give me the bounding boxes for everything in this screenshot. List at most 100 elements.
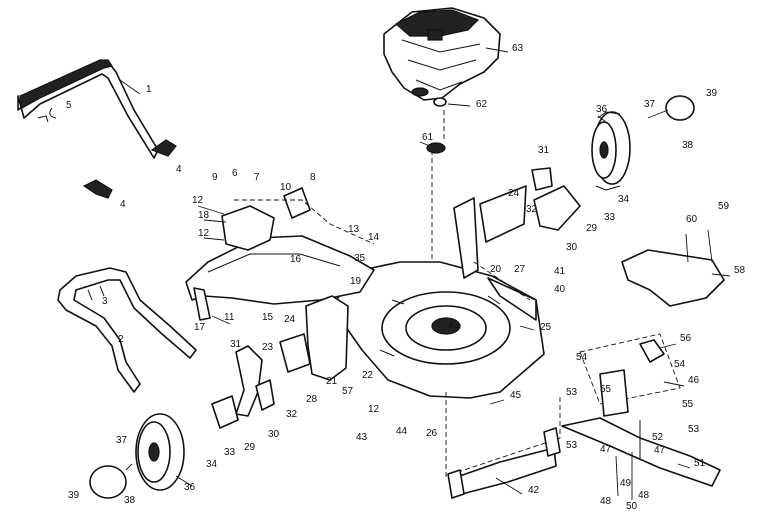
callout-33: 33 xyxy=(604,212,616,223)
callout-8: 8 xyxy=(310,172,316,183)
callout-59: 59 xyxy=(718,201,730,212)
callout-5: 5 xyxy=(66,100,72,111)
callout-22: 22 xyxy=(362,370,374,381)
blade-assembly xyxy=(561,333,721,500)
callout-21: 21 xyxy=(326,376,338,387)
mower-deck xyxy=(335,261,545,399)
callout-12: 12 xyxy=(198,228,210,239)
front-wheel-lower xyxy=(89,413,185,499)
callout-30: 30 xyxy=(566,242,578,253)
callout-41: 41 xyxy=(554,266,566,277)
upper-handle xyxy=(17,59,177,199)
callout-16: 16 xyxy=(290,254,302,265)
wheel-bracket-upper xyxy=(531,167,581,231)
callout-29: 29 xyxy=(586,223,598,234)
rear-guard xyxy=(621,229,725,307)
callout-1: 1 xyxy=(146,84,152,95)
callout-62: 62 xyxy=(476,99,488,110)
callout-53: 53 xyxy=(688,424,700,435)
callout-7: 7 xyxy=(254,172,260,183)
callout-52: 52 xyxy=(652,432,664,443)
callout-4: 4 xyxy=(176,164,182,175)
callout-14: 14 xyxy=(368,232,380,243)
callout-39: 39 xyxy=(706,88,718,99)
callout-48: 48 xyxy=(638,490,650,501)
callout-45: 45 xyxy=(510,390,522,401)
callout-49: 49 xyxy=(620,478,632,489)
callout-29: 29 xyxy=(244,442,256,453)
callout-31: 31 xyxy=(230,339,242,350)
rear-frame xyxy=(185,187,375,321)
callout-56: 56 xyxy=(680,333,692,344)
callout-39: 39 xyxy=(68,490,80,501)
callout-54: 54 xyxy=(576,352,588,363)
engine xyxy=(383,7,501,107)
callout-2: 2 xyxy=(118,334,124,345)
callout-12: 12 xyxy=(192,195,204,206)
callout-32: 32 xyxy=(286,409,298,420)
rear-wheel-upper xyxy=(591,95,695,191)
callout-28: 28 xyxy=(306,394,318,405)
callout-48: 48 xyxy=(600,496,612,507)
callout-38: 38 xyxy=(124,495,136,506)
callout-46: 46 xyxy=(688,375,700,386)
callout-34: 34 xyxy=(618,194,630,205)
callout-20: 20 xyxy=(490,264,502,275)
callout-47: 47 xyxy=(654,445,666,456)
callout-37: 37 xyxy=(644,99,656,110)
callout-44: 44 xyxy=(396,426,408,437)
wheel-bracket-lower xyxy=(211,333,311,429)
blade-adapter-top xyxy=(426,110,446,330)
callout-30: 30 xyxy=(268,429,280,440)
callout-24: 24 xyxy=(284,314,296,325)
callout-17: 17 xyxy=(194,322,206,333)
callout-50: 50 xyxy=(626,501,638,512)
callout-4: 4 xyxy=(120,199,126,210)
callout-42: 42 xyxy=(528,485,540,496)
callout-58: 58 xyxy=(734,265,746,276)
callout-18: 18 xyxy=(198,210,210,221)
callout-51: 51 xyxy=(694,458,706,469)
callout-6: 6 xyxy=(232,168,238,179)
callout-38: 38 xyxy=(682,140,694,151)
callout-25: 25 xyxy=(540,322,552,333)
callout-36: 36 xyxy=(184,482,196,493)
callout-24: 24 xyxy=(508,188,520,199)
discharge-shield xyxy=(445,392,561,499)
callout-53: 53 xyxy=(566,387,578,398)
callout-27: 27 xyxy=(514,264,526,275)
callout-57: 57 xyxy=(342,386,354,397)
side-bracket xyxy=(305,185,531,381)
lower-handle xyxy=(57,267,197,393)
callout-54: 54 xyxy=(674,359,686,370)
leader-lines xyxy=(119,47,731,495)
callout-33: 33 xyxy=(224,447,236,458)
callout-36: 36 xyxy=(596,104,608,115)
callout-37: 37 xyxy=(116,435,128,446)
callout-43: 43 xyxy=(448,320,460,331)
callout-11: 11 xyxy=(224,312,235,323)
callout-13: 13 xyxy=(348,224,360,235)
callout-9: 9 xyxy=(212,172,218,183)
callout-32: 32 xyxy=(526,204,538,215)
callout-10: 10 xyxy=(280,182,292,193)
callout-40: 40 xyxy=(554,284,566,295)
callout-15: 15 xyxy=(262,312,274,323)
callout-26: 26 xyxy=(426,428,438,439)
callout-12: 12 xyxy=(368,404,380,415)
callout-61: 61 xyxy=(422,132,434,143)
callout-34: 34 xyxy=(206,459,218,470)
callout-55: 55 xyxy=(682,399,694,410)
callout-43: 43 xyxy=(356,432,368,443)
callout-19: 19 xyxy=(350,276,362,287)
callout-63: 63 xyxy=(512,43,524,54)
callout-3: 3 xyxy=(102,296,108,307)
callout-53: 53 xyxy=(566,440,578,451)
callout-23: 23 xyxy=(262,342,274,353)
callout-47: 47 xyxy=(600,444,612,455)
callout-35: 35 xyxy=(354,253,366,264)
callout-55: 55 xyxy=(600,384,612,395)
callout-31: 31 xyxy=(538,145,550,156)
